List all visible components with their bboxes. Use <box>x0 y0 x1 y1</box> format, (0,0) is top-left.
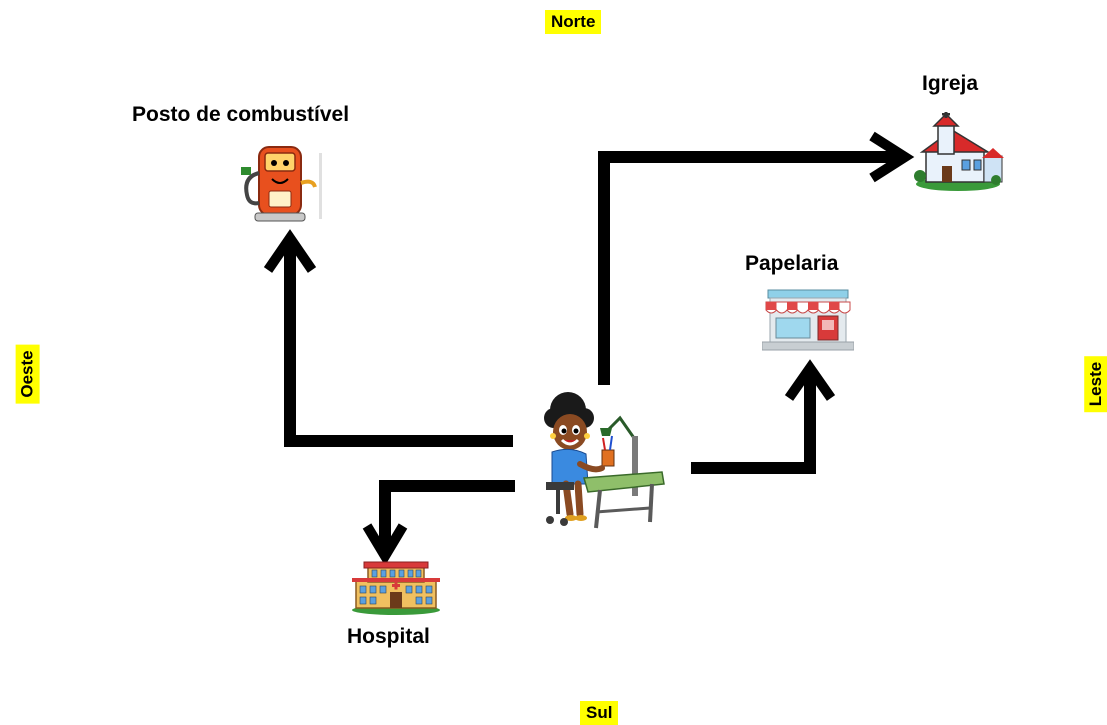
arrow-to-stationery <box>691 368 816 474</box>
church-icon <box>914 112 1004 191</box>
arrow-to-hospital <box>379 480 515 556</box>
arrowhead-hospital <box>362 523 408 566</box>
arrow-to-gas-station <box>284 238 513 447</box>
arrowhead-church <box>869 131 915 183</box>
compass-south: Sul <box>580 701 619 725</box>
arrowhead-gas-station <box>263 229 317 273</box>
hospital-label: Hospital <box>347 625 430 648</box>
church-label: Igreja <box>922 72 979 95</box>
stationery-label: Papelaria <box>745 252 839 275</box>
gas-station-label: Posto de combustível <box>132 103 350 126</box>
girl-at-desk-icon <box>544 392 665 529</box>
arrow-to-church <box>598 151 905 385</box>
hospital-icon <box>352 561 440 615</box>
arrowhead-stationery <box>784 359 836 401</box>
gas-pump-icon <box>241 146 322 222</box>
compass-north: Norte <box>545 10 602 34</box>
shop-icon <box>762 289 854 351</box>
